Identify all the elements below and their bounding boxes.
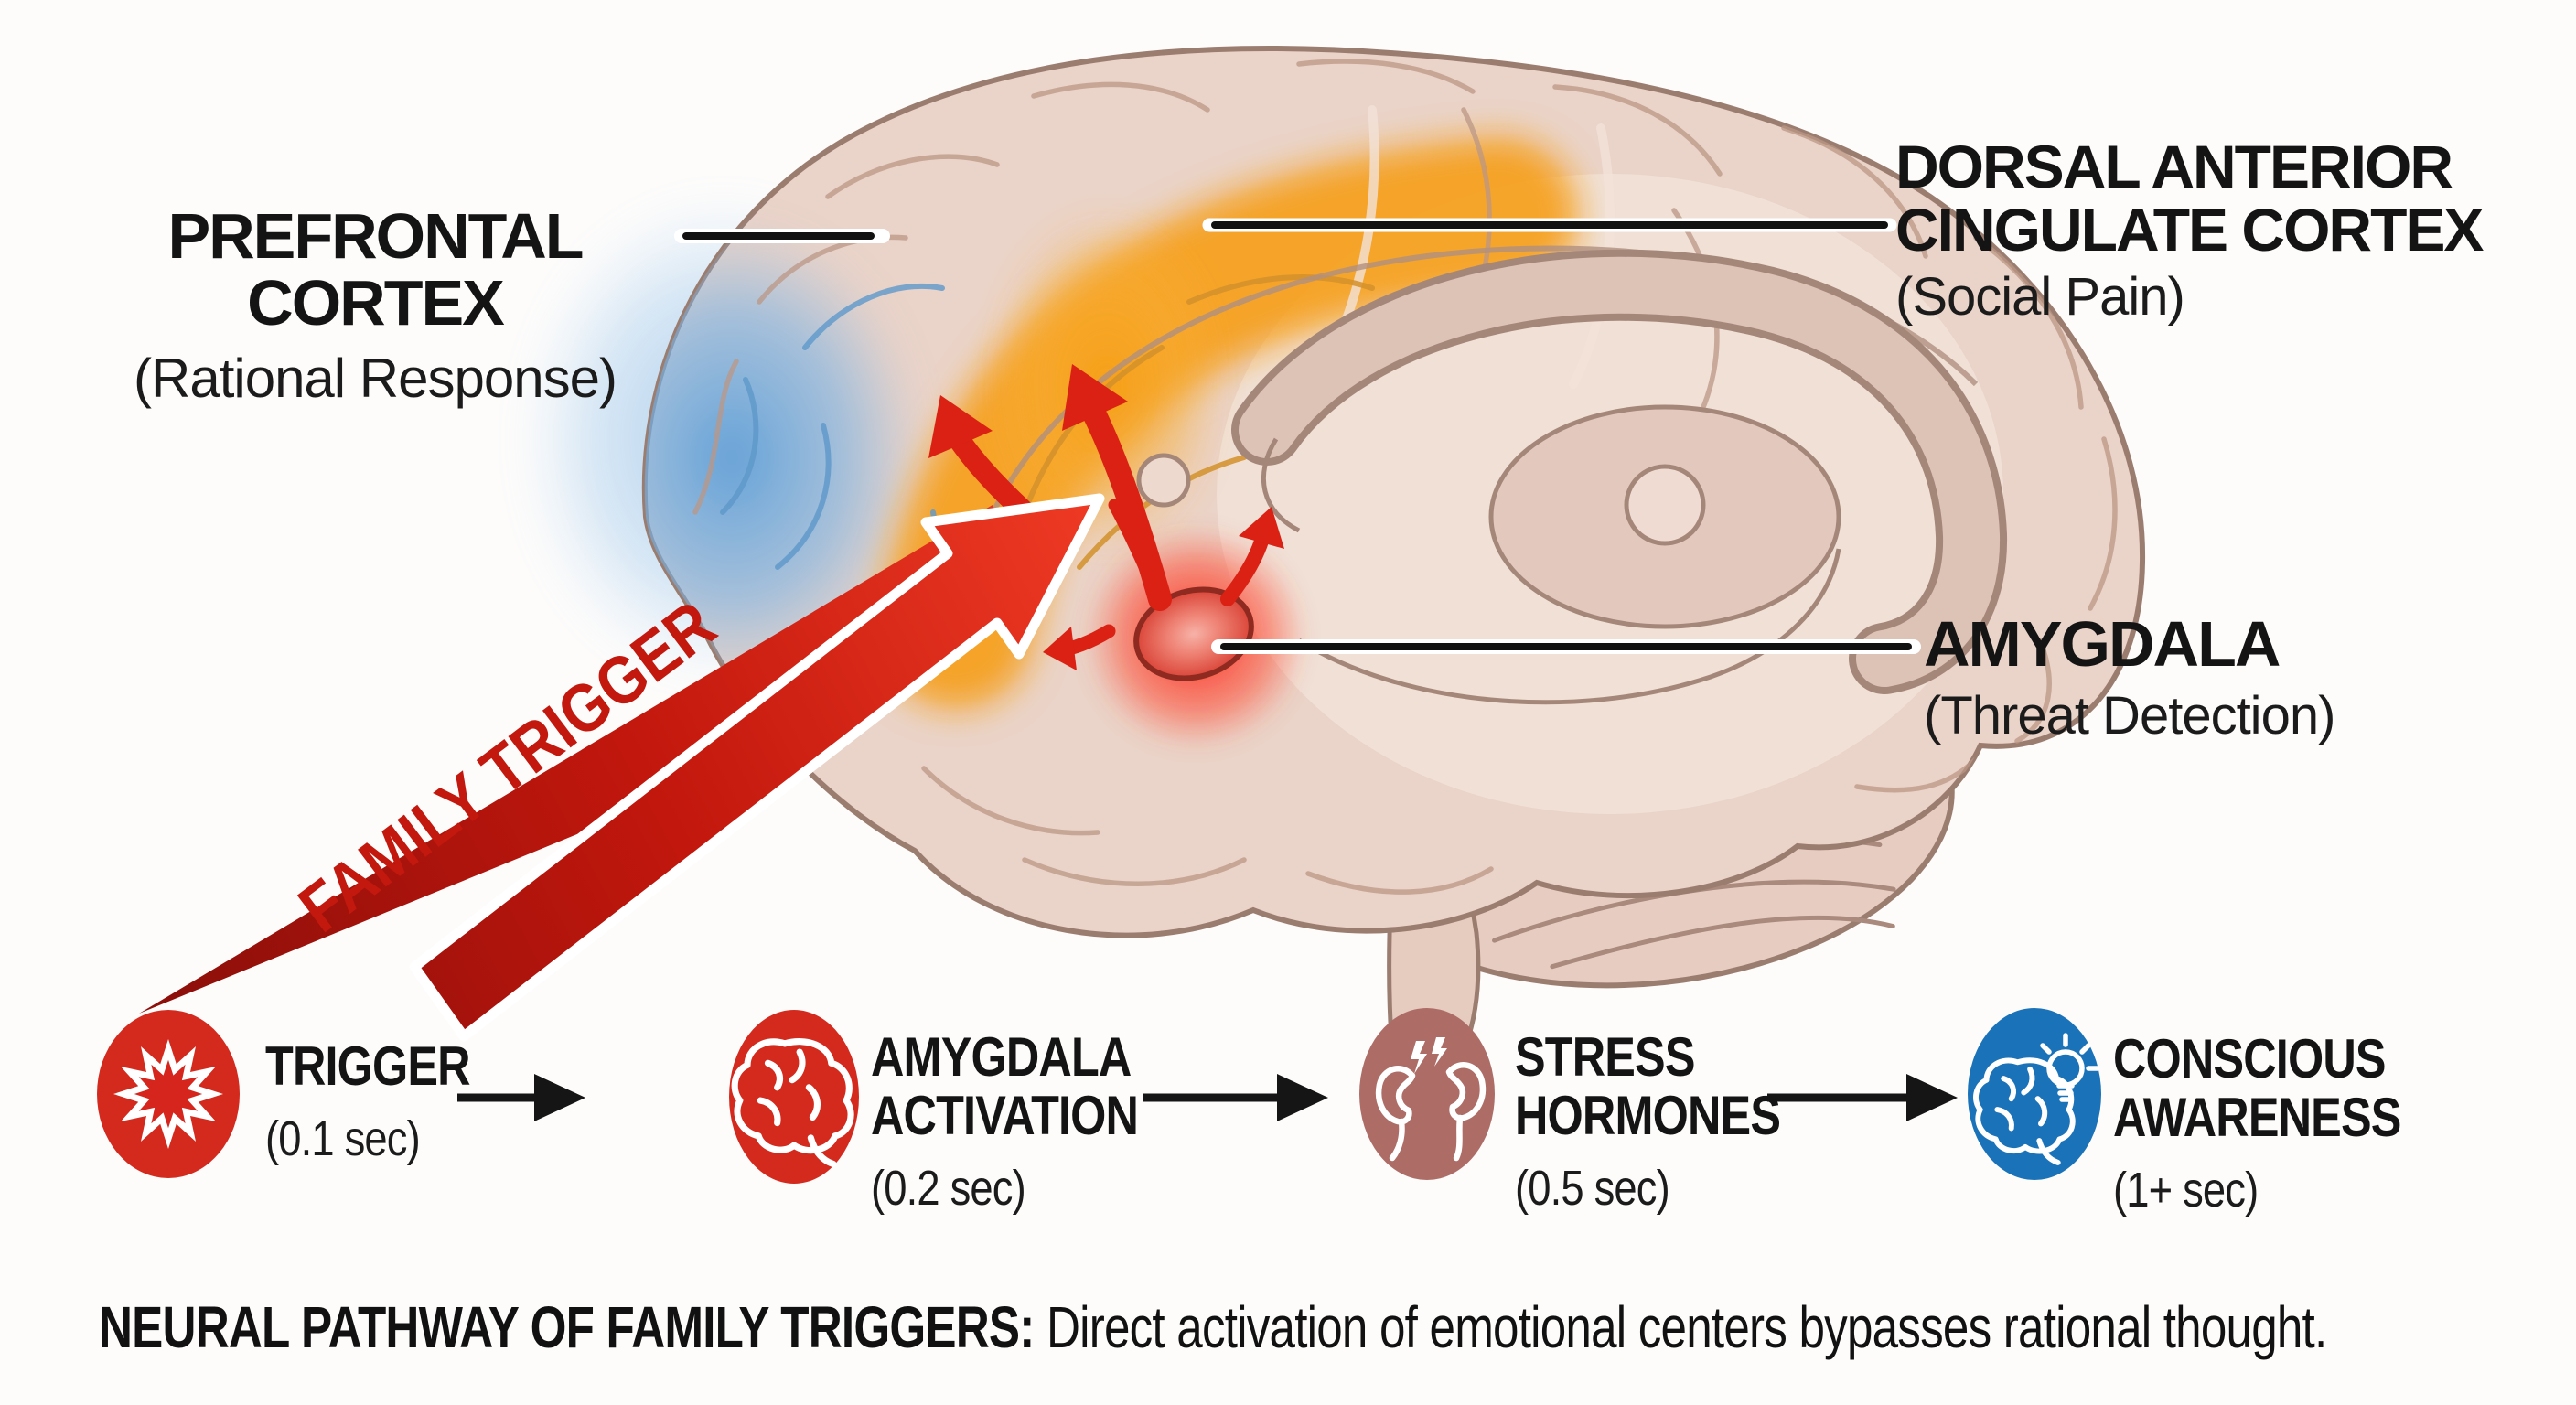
dacc-subtitle: (Social Pain): [1895, 267, 2185, 327]
callout-lines: [674, 218, 1921, 654]
prefrontal-cortex-title: PREFRONTAL CORTEX: [167, 200, 584, 338]
timeline-step-trigger: TRIGGER (0.1 sec): [265, 1035, 471, 1167]
activation-arrows: [928, 364, 1284, 670]
prefrontal-cortex-label: PREFRONTAL CORTEX (Rational Response): [78, 203, 672, 407]
brain-lightbulb-icon: [1976, 1033, 2100, 1163]
step1-time: (0.1 sec): [265, 1111, 421, 1166]
stress-step-circle: [1359, 1008, 1495, 1180]
step3-title-line2: HORMONES: [1515, 1085, 1781, 1146]
step2-title-line1: AMYGDALA: [871, 1026, 1132, 1088]
step3-title-line1: STRESS: [1515, 1026, 1695, 1088]
dacc-title-line1: DORSAL ANTERIOR: [1895, 133, 2453, 200]
timeline-arrows: [457, 1074, 1958, 1121]
amygdala-structure: [1133, 586, 1254, 681]
step1-title: TRIGGER: [265, 1035, 471, 1097]
timeline-step-conscious-awareness: CONSCIOUS AWARENESS (1+ sec): [2113, 1030, 2401, 1218]
amygdala-step-circle: [729, 1010, 859, 1184]
step4-title-line2: AWARENESS: [2113, 1087, 2401, 1148]
dorsal-anterior-cingulate-label: DORSAL ANTERIOR CINGULATE CORTEX (Social…: [1895, 133, 2484, 327]
trigger-step-circle: [97, 1010, 240, 1178]
step4-time: (1+ sec): [2113, 1163, 2259, 1217]
timeline-step-amygdala-activation: AMYGDALA ACTIVATION (0.2 sec): [871, 1026, 1139, 1217]
timeline-step-stress-hormones: STRESS HORMONES (0.5 sec): [1515, 1026, 1781, 1217]
conscious-step-circle: [1968, 1008, 2101, 1180]
step4-title-line1: CONSCIOUS: [2113, 1028, 2387, 1089]
amygdala-title: AMYGDALA: [1924, 608, 2281, 680]
hippocampus-arc: [1297, 548, 1841, 705]
step3-time: (0.5 sec): [1515, 1161, 1670, 1216]
kidneys-icon: [1375, 1037, 1487, 1162]
amygdala-label: AMYGDALA (Threat Detection): [1924, 608, 2335, 745]
amygdala-subtitle: (Threat Detection): [1924, 685, 2335, 745]
step2-time: (0.2 sec): [871, 1161, 1026, 1216]
bottom-caption: NEURAL PATHWAY OF FAMILY TRIGGERS: Direc…: [99, 1293, 2327, 1361]
timeline-icons: [97, 1008, 2101, 1184]
prefrontal-cortex-subtitle: (Rational Response): [134, 347, 617, 409]
corpus-callosum: [1231, 249, 2008, 694]
step2-title-line2: ACTIVATION: [871, 1085, 1139, 1146]
caption-rest: Direct activation of emotional centers b…: [1034, 1294, 2327, 1360]
caption-bold: NEURAL PATHWAY OF FAMILY TRIGGERS:: [99, 1294, 1035, 1360]
dacc-title-line2: CINGULATE CORTEX: [1895, 195, 2484, 263]
